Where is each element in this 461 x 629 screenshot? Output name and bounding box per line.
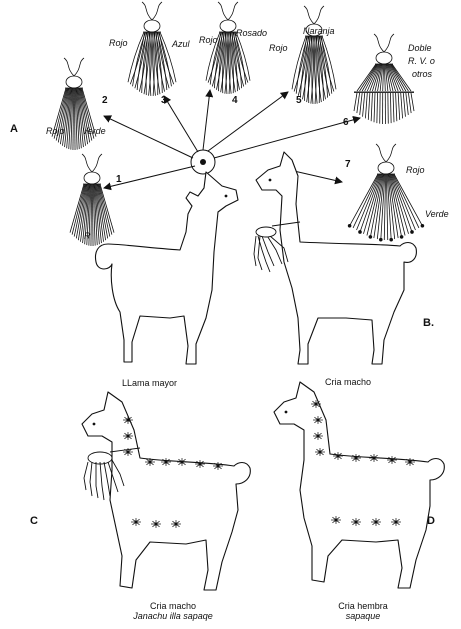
tassel-3-label-b: Azul [172,39,190,49]
tassel-7 [347,143,425,242]
tassel-number-6: 6 [343,117,349,128]
tassel-4 [205,1,251,94]
sapaqe-marking [311,400,321,408]
neck-tassel-cria-macho [253,221,301,273]
llama-cria-hembra [273,381,445,589]
sapaqe-marking [313,416,323,424]
caption-cria-hembra-title: Cria hembra [338,601,388,611]
sapaqe-marking [123,432,133,440]
tassel-6-label-a: Doble [408,43,432,53]
tassel-6-label-b: R. V. o [408,56,435,66]
tassel-number-2: 2 [102,95,108,106]
tassel-6-label-c: otros [412,69,433,79]
sapaqe-marking [123,448,133,456]
tassel-7-label-b: Verde [425,209,449,219]
tassel-5-label-a: Rojo [269,43,288,53]
tassel-3 [127,1,177,96]
tassel-number-1: 1 [116,174,122,185]
sapaqe-marking [371,518,381,526]
caption-cria-hembra-subtitle: sapaque [345,611,381,622]
tassel-5 [291,5,337,104]
tassel-1-label: R [84,231,91,241]
sapaqe-marking [405,458,415,466]
sapaqe-marking [315,448,325,456]
llama-cria-macho-top [255,151,417,365]
sapaqe-marking [151,520,161,528]
caption-cria-hembra: Cria hembra sapaque [318,601,408,622]
panel-label-d: D [427,515,435,527]
sapaqe-marking [331,516,341,524]
sapaqe-marking [177,458,187,466]
caption-llama-mayor: LLama mayor [122,378,178,388]
sapaqe-marking [123,416,133,424]
neck-tassel-janachu [83,447,141,501]
caption-cria-macho-bottom-subtitle: Janachu illa sapaqe [133,611,213,622]
panel-label-b: B. [423,317,434,329]
caption-cria-macho-bottom: Cria macho Janachu illa sapaqe [118,601,228,622]
tassel-number-7: 7 [345,159,351,170]
tassel-number-3: 3 [161,95,167,106]
sapaqe-marking [351,518,361,526]
sapaqe-marking [369,454,379,462]
sapaqe-marking [351,454,361,462]
tassel-2 [51,57,97,150]
tassel-2-label-a: Rojo [46,126,65,136]
caption-cria-macho-top: Cria macho [325,377,372,387]
panel-label-a: A [10,123,18,135]
panel-label-c: C [30,515,38,527]
tassel-7-label-a: Rojo [406,165,425,175]
sapaqe-marking [145,458,155,466]
sapaqe-marking [391,518,401,526]
tassel-1 [69,153,115,246]
sapaqe-marking [131,518,141,526]
tassel-4-label-b: Rosado [236,28,268,38]
tassel-4-label-a: Rojo [199,35,218,45]
caption-cria-macho-bottom-title: Cria macho [149,601,196,611]
sapaqe-marking [387,456,397,464]
sapaqe-marking [333,452,343,460]
tassel-number-4: 4 [232,95,238,106]
sapaqe-marking [161,458,171,466]
tassel-2-label-b: Verde [82,126,106,136]
tassel-5-label-b: Naranja [303,26,335,36]
ear-circle [190,149,216,175]
tassel-6 [353,33,415,124]
sapaqe-marking [195,460,205,468]
llama-cria-macho-bottom [81,391,251,591]
arrows [103,89,361,191]
sapaqe-marking [213,462,223,470]
llama-mayor [94,171,239,365]
tassel-number-5: 5 [296,95,302,106]
sapaqe-marking [313,432,323,440]
tassel-3-label-a: Rojo [109,38,128,48]
sapaqe-marking [171,520,181,528]
